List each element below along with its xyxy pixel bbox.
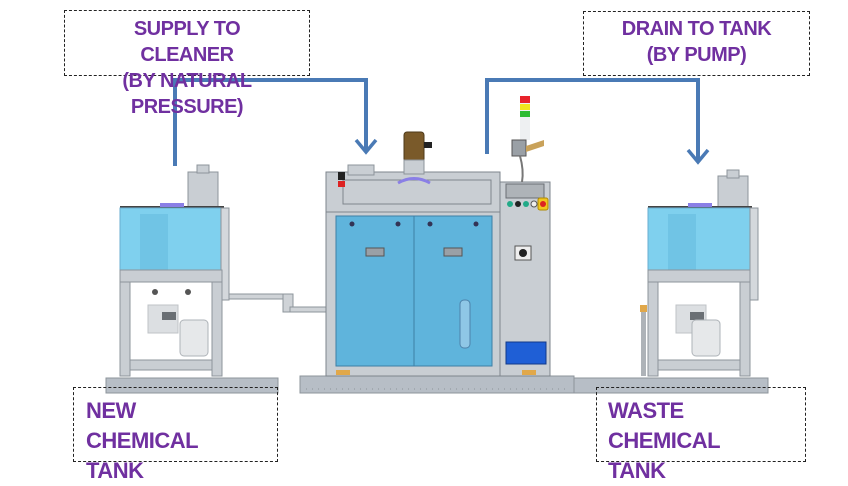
signal-tower (520, 96, 530, 140)
waste-chemical-tank (640, 169, 759, 377)
left-tank-liquid (119, 207, 223, 271)
waste-tank-label: WASTE CHEMICAL TANK (608, 396, 721, 486)
supply-label-line-3: (BY NATURAL (122, 70, 252, 92)
supply-flow-arrow (173, 78, 378, 166)
cleaner-door-right (413, 215, 493, 367)
drain-label-line-1: DRAIN TO TANK (621, 18, 772, 40)
waste-tank-label-line-1: WASTE (608, 398, 684, 423)
waste-tank-label-box (596, 387, 806, 462)
drain-label: DRAIN TO TANK (BY PUMP) (583, 16, 810, 68)
new-tank-label-line-3: TANK (86, 458, 144, 483)
supply-label-line-1: SUPPLY TO (133, 18, 241, 40)
cleaner-door-left (335, 215, 415, 367)
base-platform-center (299, 375, 575, 394)
supply-label-line-4: PRESSURE) (130, 96, 244, 118)
new-chemical-tank (119, 164, 327, 377)
base-platform-left (105, 377, 279, 394)
supply-label: SUPPLY TO CLEANER (BY NATURAL PRESSURE) (64, 16, 310, 120)
drain-flow-arrow (485, 78, 710, 165)
waste-tank-label-line-3: TANK (608, 458, 666, 483)
drain-label-box (583, 11, 810, 76)
waste-tank-label-line-2: CHEMICAL (608, 428, 721, 453)
new-tank-label-box (73, 387, 278, 462)
new-tank-label-line-1: NEW (86, 398, 136, 423)
supply-label-line-2: CLEANER (140, 44, 234, 66)
cleaner-machine (325, 96, 551, 377)
control-panel-blue (505, 341, 547, 365)
supply-label-box (64, 10, 310, 76)
new-tank-label-line-2: CHEMICAL (86, 428, 199, 453)
motor (403, 131, 425, 163)
base-platform-right (573, 377, 769, 394)
drain-label-line-2: (BY PUMP) (646, 44, 747, 66)
right-tank-liquid (647, 207, 751, 271)
new-tank-label: NEW CHEMICAL TANK (86, 396, 199, 486)
